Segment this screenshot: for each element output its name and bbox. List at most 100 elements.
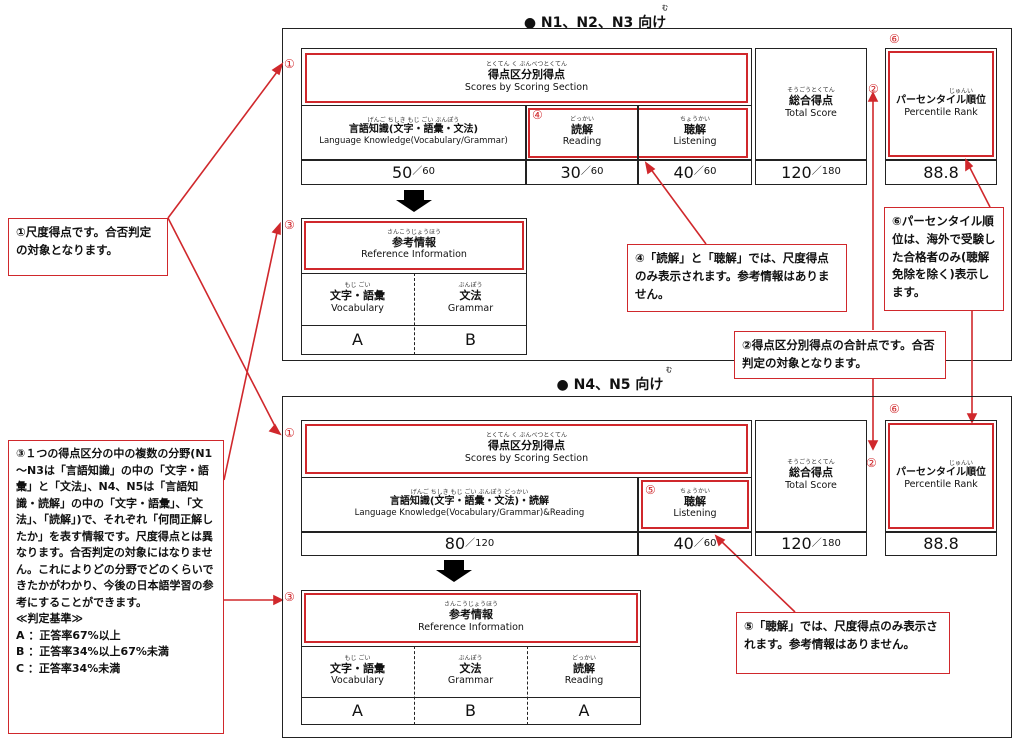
note-4-text: ④「読解」と「聴解」では、尺度得点のみ表示されます。参考情報はありません。 bbox=[635, 251, 830, 301]
bottom-heading-text: ● N4、N5 向け bbox=[556, 377, 664, 393]
note-3: ③１つの得点区分の中の複数の分野(N1～N3は「言語知識」の中の「文字・語彙」と… bbox=[8, 440, 224, 734]
bottom-ref-reading-grade: A bbox=[578, 701, 590, 720]
bottom-ref-grammar: ぶんぽう 文法 Grammar bbox=[414, 646, 527, 697]
bottom-total-ruby: そうごうとくてん bbox=[787, 459, 835, 467]
top-marker-6: ⑥ bbox=[889, 32, 900, 46]
bottom-pct-redbox bbox=[888, 423, 994, 529]
bottom-listening-cell: ちょうかい 聴解 Listening bbox=[638, 477, 752, 532]
top-reading-score-max: ／60 bbox=[580, 166, 604, 178]
top-listening-score-max: ／60 bbox=[693, 166, 717, 178]
bottom-pct-value: 88.8 bbox=[923, 534, 959, 553]
note-3-criteria-b: B ：正答率34%以上67%未満 bbox=[16, 645, 169, 658]
bottom-ref-header: さんこうじょうほう 参考情報 Reference Information bbox=[304, 593, 638, 643]
bottom-total-en: Total Score bbox=[785, 479, 837, 491]
top-sectional-header: とくてん く ぶんべつとくてん 得点区分別得点 Scores by Scorin… bbox=[305, 53, 748, 103]
top-heading-ruby: む bbox=[661, 5, 668, 12]
top-lang-score-value: 50 bbox=[391, 162, 413, 182]
top-lang-en: Language Knowledge(Vocabulary/Grammar) bbox=[319, 136, 508, 147]
top-total-en: Total Score bbox=[785, 107, 837, 119]
top-ref-vocab-grade: A bbox=[352, 330, 363, 349]
bottom-listening-en: Listening bbox=[673, 508, 717, 520]
bottom-ref-grammar-ruby: ぶんぽう bbox=[458, 654, 483, 662]
bottom-frame bbox=[282, 396, 1012, 738]
note-5: ⑤「聴解」では、尺度得点のみ表示されます。参考情報はありません。 bbox=[736, 612, 950, 674]
top-reading-jp: 読解 bbox=[571, 122, 593, 136]
top-total-score: 120／180 bbox=[755, 160, 867, 185]
bottom-ref-ruby: さんこうじょうほう bbox=[443, 601, 498, 609]
top-ref-ruby: さんこうじょうほう bbox=[386, 228, 441, 236]
top-total-score-max: ／180 bbox=[811, 166, 841, 178]
bottom-ref-row-line-2 bbox=[301, 697, 641, 698]
bottom-ref-reading-jp: 読解 bbox=[573, 661, 595, 675]
note-3-criteria-a: A ：正答率67%以上 bbox=[16, 628, 121, 642]
bottom-lang-score-max: ／120 bbox=[465, 537, 495, 549]
top-ref-vocab-jp: 文字・語彙 bbox=[330, 289, 385, 303]
bottom-sectional-ruby: とくてん く ぶんべつとくてん bbox=[485, 432, 568, 440]
bottom-marker-6: ⑥ bbox=[889, 402, 900, 416]
top-reading-en: Reading bbox=[562, 136, 602, 148]
bottom-marker-3: ③ bbox=[284, 590, 295, 604]
top-pct-ruby: じゅんい bbox=[948, 87, 973, 95]
note-6-text: ⑥パーセンタイル順位は、海外で受験した合格者のみ(聴解免除を除く)表示します。 bbox=[892, 214, 996, 300]
top-ref-vocab-en: Vocabulary bbox=[331, 302, 384, 314]
bottom-lang-ruby: げんご ちしき もじ ごい ぶんぽう どっかい bbox=[410, 488, 529, 496]
bottom-ref-vocab-ruby: もじ ごい bbox=[344, 654, 371, 662]
top-lang-score-max: ／60 bbox=[412, 166, 436, 178]
top-ref-grammar-ruby: ぶんぽう bbox=[458, 282, 483, 290]
bottom-pct-cell: じゅんい パーセンタイル順位 Percentile Rank bbox=[885, 420, 997, 532]
bottom-listening-score: 40／60 bbox=[638, 532, 752, 556]
top-pct-en: Percentile Rank bbox=[904, 107, 978, 119]
note-4: ④「読解」と「聴解」では、尺度得点のみ表示されます。参考情報はありません。 bbox=[627, 244, 847, 312]
top-pct-redbox bbox=[888, 51, 994, 157]
bottom-sectional-header: とくてん く ぶんべつとくてん 得点区分別得点 Scores by Scorin… bbox=[305, 424, 748, 474]
top-pct-jp: パーセンタイル順位 bbox=[896, 94, 986, 106]
bottom-ref-grammar-grade: B bbox=[465, 701, 476, 720]
top-total-score-value: 120 bbox=[781, 162, 812, 182]
top-marker-4: ④ bbox=[532, 108, 543, 122]
bottom-ref-divider-2 bbox=[527, 646, 528, 725]
bottom-ref-reading: どっかい 読解 Reading bbox=[527, 646, 641, 697]
top-listening-score: 40／60 bbox=[638, 160, 752, 185]
top-section-heading: む ● N1、N2、N3 向け bbox=[480, 6, 710, 32]
top-marker-1: ① bbox=[284, 57, 295, 71]
top-ref-grammar-jp: 文法 bbox=[459, 289, 482, 303]
note-6: ⑥パーセンタイル順位は、海外で受験した合格者のみ(聴解免除を除く)表示します。 bbox=[884, 207, 1004, 311]
note-3-text: ③１つの得点区分の中の複数の分野(N1～N3は「言語知識」の中の「文字・語彙」と… bbox=[16, 447, 214, 609]
top-reading-score-value: 30 bbox=[560, 162, 581, 182]
top-ref-grammar: ぶんぽう 文法 Grammar bbox=[414, 273, 527, 325]
top-down-arrow bbox=[396, 190, 432, 212]
bottom-ref-vocab: もじ ごい 文字・語彙 Vocabulary bbox=[301, 646, 414, 697]
bottom-ref-divider-1 bbox=[414, 646, 415, 725]
top-listening-score-value: 40 bbox=[673, 162, 694, 182]
bottom-total-score-max: ／180 bbox=[811, 537, 841, 549]
bottom-lang-score: 80／120 bbox=[301, 532, 638, 556]
top-sectional-jp: 得点区分別得点 bbox=[488, 68, 565, 82]
note-3-criteria-c: C ：正答率34%未満 bbox=[16, 661, 121, 675]
top-listening-jp: 聴解 bbox=[684, 122, 706, 136]
top-listening-en: Listening bbox=[673, 136, 717, 148]
top-total-ruby: そうごうとくてん bbox=[787, 87, 835, 95]
note-2-text: ②得点区分別得点の合計点です。合否判定の対象となります。 bbox=[742, 338, 935, 370]
note-5-text: ⑤「聴解」では、尺度得点のみ表示されます。参考情報はありません。 bbox=[744, 619, 938, 651]
bottom-pct-jp: パーセンタイル順位 bbox=[896, 466, 986, 478]
bottom-marker-1: ① bbox=[284, 426, 295, 440]
bottom-listening-ruby: ちょうかい bbox=[679, 487, 710, 495]
top-heading-text: ● N1、N2、N3 向け bbox=[523, 15, 667, 31]
bottom-ref-en: Reference Information bbox=[418, 621, 524, 633]
bottom-lang-jp: 言語知識(文字・語彙・文法)・読解 bbox=[389, 495, 550, 507]
bottom-lang-en: Language Knowledge(Vocabulary/Grammar)&R… bbox=[354, 508, 585, 519]
bottom-ref-reading-ruby: どっかい bbox=[571, 654, 596, 662]
bottom-total-score-value: 120 bbox=[781, 534, 812, 553]
top-ref-grammar-grade: B bbox=[465, 330, 476, 349]
top-ref-header: さんこうじょうほう 参考情報 Reference Information bbox=[304, 221, 524, 270]
bottom-marker-2: ② bbox=[866, 456, 877, 470]
bottom-ref-grammar-en: Grammar bbox=[447, 675, 494, 687]
top-lang-cell: げんご ちしき もじ ごい ぶんぽう 言語知識(文字・語彙・文法) Langua… bbox=[301, 105, 526, 160]
bottom-total-cell: そうごうとくてん 総合得点 Total Score bbox=[755, 420, 867, 532]
bottom-ref-table bbox=[301, 590, 641, 725]
top-pct-value: 88.8 bbox=[923, 162, 959, 182]
note-1-text: ①尺度得点です。合否判定の対象となります。 bbox=[16, 225, 152, 257]
top-sectional-ruby: とくてん く ぶんべつとくてん bbox=[485, 61, 568, 69]
bottom-ref-row-line bbox=[301, 646, 641, 647]
